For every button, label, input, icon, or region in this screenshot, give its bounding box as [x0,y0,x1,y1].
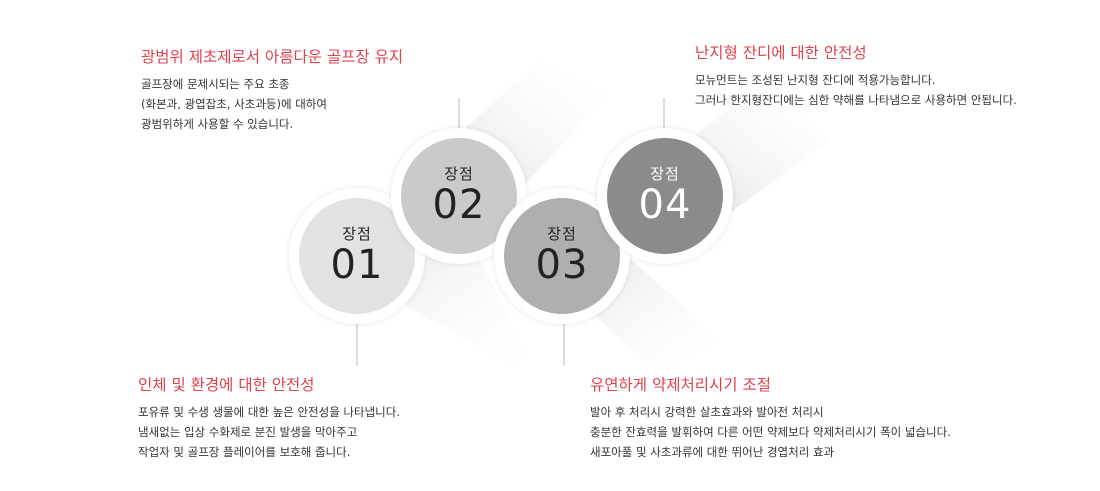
advantage-02-line: 작업자 및 골프장 플레이어를 보호해 줍니다. [138,445,351,459]
advantage-04-label: 장점 [650,164,680,183]
advantage-03-line: 모뉴먼트는 조성된 난지형 잔디에 적용가능합니다. [695,73,936,87]
connector-04 [663,98,665,146]
advantage-01-number: 01 [330,241,384,288]
advantage-04-number: 04 [638,181,692,228]
advantage-03-label: 장점 [547,224,577,243]
advantage-01-text: 광범위 제초제로서 아름다운 골프장 유지 골프장에 문제시되는 주요 초종 (… [141,46,403,134]
advantage-04-text: 유연하게 약제처리시기 조절 발아 후 처리시 강력한 살초효과와 발아전 처리… [590,374,951,462]
advantage-04-line: 발아 후 처리시 강력한 살초효과와 발아전 처리시 [590,405,824,419]
advantage-03-text: 난지형 잔디에 대한 안전성 모뉴먼트는 조성된 난지형 잔디에 적용가능합니다… [695,42,1017,110]
advantage-01-label: 장점 [342,224,372,243]
advantage-03-number: 03 [535,241,589,288]
advantage-03-title: 난지형 잔디에 대한 안전성 [695,44,867,62]
advantage-02-line: 포유류 및 수생 생물에 대한 높은 안전성을 나타냅니다. [138,405,401,419]
advantage-01-title: 광범위 제초제로서 아름다운 골프장 유지 [141,48,404,66]
advantage-01-line: (화본과, 광엽잡초, 사초과등)에 대하여 [141,97,327,111]
advantage-04-circle: 장점 04 [607,138,723,254]
advantage-02-label: 장점 [444,164,474,183]
advantage-01-line: 광범위하게 사용할 수 있습니다. [141,117,294,131]
advantage-04-line: 새포아풀 및 사초과류에 대한 뛰어난 경엽처리 효과 [590,445,835,459]
advantage-03-line: 그러나 한지형잔디에는 심한 약해를 나타냄으로 사용하면 안됩니다. [695,93,1017,107]
advantage-04-title: 유연하게 약제처리시기 조절 [590,376,771,394]
connector-01 [356,318,358,366]
connector-03 [563,318,565,366]
connector-02 [458,98,460,146]
advantage-02-text: 인체 및 환경에 대한 안전성 포유류 및 수생 생물에 대한 높은 안전성을 … [138,374,400,462]
advantage-02-number: 02 [432,181,486,228]
advantage-02-title: 인체 및 환경에 대한 안전성 [138,376,315,394]
advantage-02-line: 냄새없는 입상 수화제로 분진 발생을 막아주고 [138,425,358,439]
advantage-04-line: 충분한 잔효력을 발휘하여 다른 어떤 약제보다 약제처리시기 폭이 넓습니다. [590,425,951,439]
advantage-01-line: 골프장에 문제시되는 주요 초종 [141,77,290,91]
